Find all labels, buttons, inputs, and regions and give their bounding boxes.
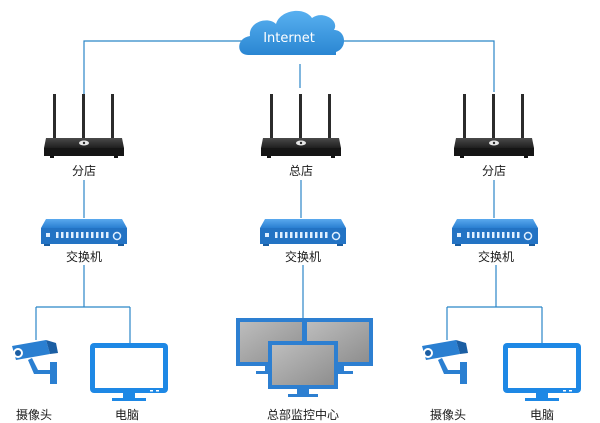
- connection-lines: [35, 40, 543, 344]
- router-label-left: 分店: [71, 164, 96, 178]
- link-right-switch-to-endpoints: [446, 265, 543, 344]
- pc-left: [90, 343, 168, 401]
- switch-right: [451, 218, 539, 247]
- router-left: [44, 94, 124, 158]
- internet-cloud: [239, 10, 345, 56]
- router-right: [454, 94, 534, 158]
- pc-right: [503, 343, 581, 401]
- link-left-switch-to-endpoints: [35, 265, 131, 344]
- camera-label-left: 摄像头: [15, 408, 52, 422]
- switch-left: [40, 218, 128, 247]
- cloud-label: Internet: [263, 31, 315, 46]
- pc-label-left: 电脑: [114, 408, 139, 422]
- switch-label-center: 交换机: [284, 250, 321, 264]
- link-cloud-to-left-router: [83, 40, 245, 95]
- camera-right: [422, 340, 468, 384]
- switch-label-left: 交换机: [65, 250, 102, 264]
- monitor-center-label: 总部监控中心: [266, 408, 339, 422]
- switch-center: [259, 218, 347, 247]
- router-center: [261, 94, 341, 158]
- camera-left: [12, 340, 58, 384]
- camera-label-right: 摄像头: [429, 408, 466, 422]
- router-label-right: 分店: [481, 164, 506, 178]
- wall-monitor-front: [268, 341, 338, 397]
- monitoring-wall: [236, 318, 373, 397]
- switch-label-right: 交换机: [477, 250, 514, 264]
- router-label-center: 总店: [288, 164, 313, 178]
- link-cloud-to-right-router: [335, 40, 495, 92]
- pc-label-right: 电脑: [529, 408, 554, 422]
